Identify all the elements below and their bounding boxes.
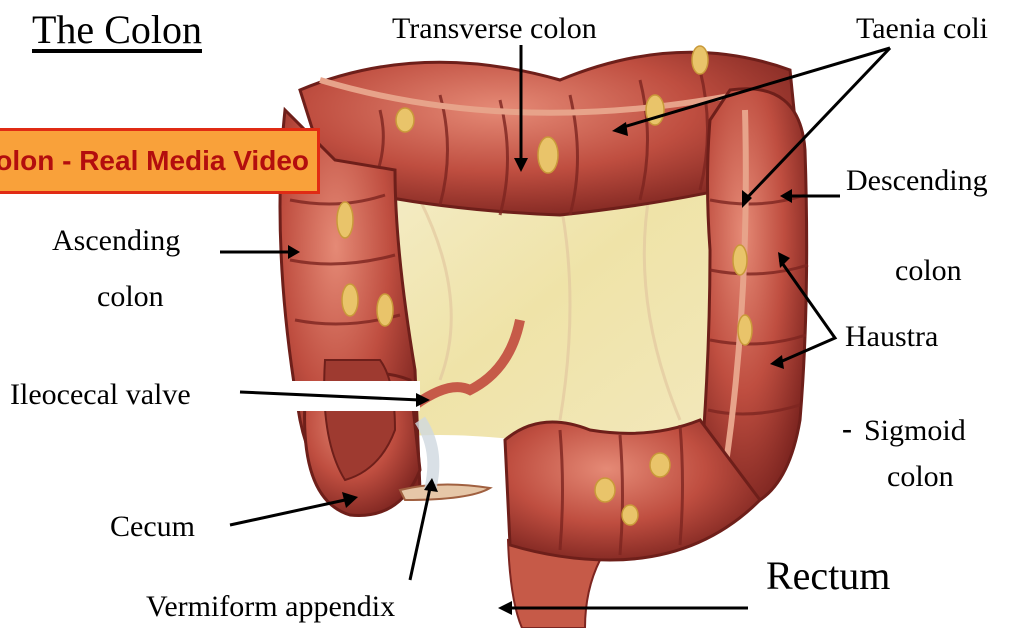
video-link-label[interactable]: Colon - Real Media Video	[0, 145, 309, 177]
page-title: The Colon	[32, 6, 202, 53]
pointer-appendix	[410, 488, 430, 580]
sigmoid-bullet: -	[842, 412, 852, 446]
label-transverse-colon: Transverse colon	[392, 12, 597, 46]
label-descending-line2: colon	[895, 254, 962, 288]
arrowhead-rectum	[498, 601, 512, 615]
label-sigmoid-line2: colon	[887, 460, 954, 494]
label-ascending-line1: Ascending	[52, 224, 180, 258]
video-link-banner[interactable]: Colon - Real Media Video	[0, 128, 320, 194]
pointer-cecum	[230, 500, 345, 525]
label-rectum: Rectum	[766, 552, 890, 599]
vermiform-appendix-shape	[400, 484, 490, 500]
label-vermiform-appendix: Vermiform appendix	[146, 590, 395, 624]
label-ileocecal-valve: Ileocecal valve	[10, 378, 191, 412]
label-taenia-coli: Taenia coli	[856, 12, 988, 46]
label-haustra: Haustra	[845, 320, 938, 354]
label-descending-line1: Descending	[846, 164, 988, 198]
label-sigmoid-line1: Sigmoid	[864, 414, 966, 448]
label-ascending-line2: colon	[97, 280, 164, 314]
label-cecum: Cecum	[110, 510, 195, 544]
